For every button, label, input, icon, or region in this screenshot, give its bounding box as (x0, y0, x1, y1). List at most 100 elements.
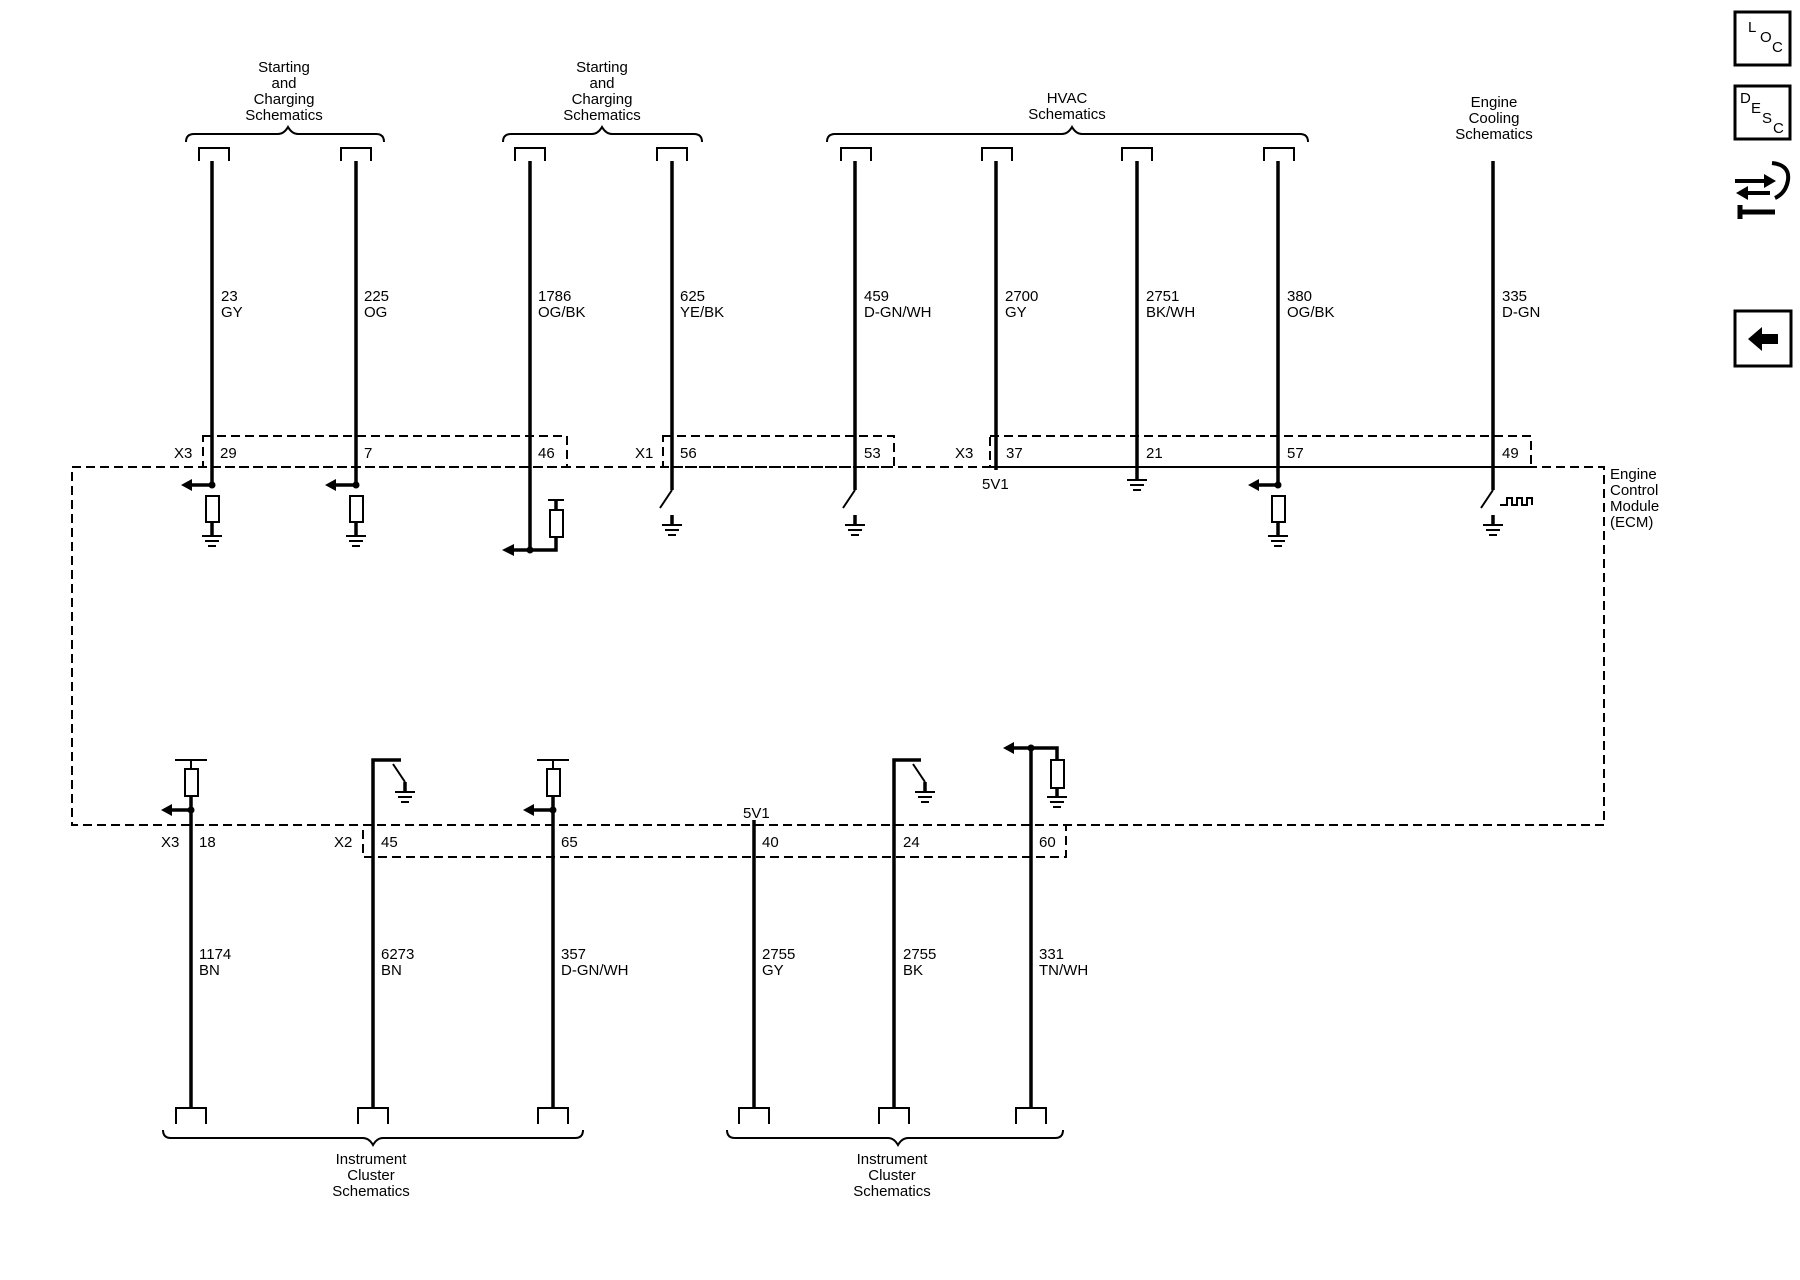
icon-letter: C (1772, 39, 1783, 56)
wire-color: OG (364, 304, 387, 321)
location-icon[interactable]: L O C (1733, 10, 1792, 67)
group-label-line: Schematics (1028, 106, 1106, 123)
pin-number: 45 (381, 834, 398, 851)
group-label-hvac: HVAC Schematics (1028, 90, 1106, 123)
wire-color: D-GN/WH (864, 304, 932, 321)
connector-id: X3 (955, 445, 973, 462)
pin-number: 49 (1502, 445, 1519, 462)
group-label-line: Instrument (336, 1151, 408, 1168)
circuit-number: 1174 (199, 946, 231, 963)
group-label-line: Starting (576, 59, 628, 76)
wire-color: GY (221, 304, 243, 321)
circuit-number: 2755 (903, 946, 936, 963)
circuit-number: 2755 (762, 946, 795, 963)
group-label-line: Cooling (1469, 110, 1520, 127)
wire-color: BN (199, 962, 220, 979)
group-label-line: Schematics (332, 1183, 410, 1200)
pin-number: 24 (903, 834, 920, 851)
circuit-number: 380 (1287, 288, 1312, 305)
group-label-starting-charging-2: Starting and Charging Schematics (563, 59, 641, 124)
circuit-wire: 23 GY X3 29 (174, 147, 243, 547)
wire-color: BK (903, 962, 923, 979)
wire-color: GY (1005, 304, 1027, 321)
circuit-number: 357 (561, 946, 586, 963)
wire-color: BN (381, 962, 402, 979)
icon-letter: L (1748, 19, 1756, 36)
circuit-number: 6273 (381, 946, 414, 963)
group-label-line: Schematics (1455, 126, 1533, 143)
group-label-instrument-cluster-2: Instrument Cluster Schematics (853, 1151, 931, 1200)
group-label-line: and (271, 75, 296, 92)
group-label-line: Cluster (347, 1167, 395, 1184)
pin-number: 60 (1039, 834, 1056, 851)
pin-number: 40 (762, 834, 779, 851)
group-braces (162, 124, 1309, 1148)
wire-color: D-GN/WH (561, 962, 629, 979)
circuit-wire: 2755 BK 24 (878, 758, 936, 1124)
circuit-number: 2751 (1146, 288, 1179, 305)
group-label-line: Starting (258, 59, 310, 76)
wire-color: TN/WH (1039, 962, 1088, 979)
circuit-wire: 225 OG 7 (325, 147, 389, 547)
ecm-boundary (71, 435, 1605, 858)
group-label-line: Charging (572, 91, 633, 108)
pin-number: 18 (199, 834, 216, 851)
pin-number: 56 (680, 445, 697, 462)
connector-id: X3 (174, 445, 192, 462)
bottom-5v1-label: 5V1 (743, 805, 770, 822)
circuit-wire: 6273 BN X2 45 (334, 758, 415, 1124)
group-label-line: HVAC (1047, 90, 1088, 107)
circuit-wire: 625 YE/BK X1 56 (635, 147, 724, 536)
pin-number: 29 (220, 445, 237, 462)
icon-letter: D (1740, 90, 1751, 107)
group-label-line: Schematics (563, 107, 641, 124)
pin-number: 65 (561, 834, 578, 851)
connector-id: X1 (635, 445, 653, 462)
group-label-line: Instrument (857, 1151, 929, 1168)
circuit-wire: 459 D-GN/WH 53 (840, 147, 932, 536)
group-label-instrument-cluster-1: Instrument Cluster Schematics (332, 1151, 410, 1200)
ecm-label-line-1: Engine (1610, 466, 1657, 483)
icon-letter: C (1773, 120, 1784, 137)
circuit-number: 335 (1502, 288, 1527, 305)
back-arrow-icon[interactable] (1733, 309, 1793, 368)
pin-number: 57 (1287, 445, 1304, 462)
ecm-label: Engine Control Module (ECM) (1610, 466, 1659, 531)
group-label-line: Schematics (245, 107, 323, 124)
circuit-wire: 357 D-GN/WH 65 (523, 759, 629, 1124)
circuit-wire: 2751 BK/WH 21 (1121, 147, 1195, 491)
group-label-line: and (589, 75, 614, 92)
connector-id: X3 (161, 834, 179, 851)
wire-color: BK/WH (1146, 304, 1195, 321)
wire-color: GY (762, 962, 784, 979)
description-icon[interactable]: D E S C (1733, 84, 1792, 141)
group-label-starting-charging-1: Starting and Charging Schematics (245, 59, 323, 124)
pin-number: 21 (1146, 445, 1163, 462)
ecm-label-line-4: (ECM) (1610, 514, 1653, 531)
circuit-number: 2700 (1005, 288, 1038, 305)
wire-color: D-GN (1502, 304, 1540, 321)
wire-color: YE/BK (680, 304, 724, 321)
top-5v1-label: 5V1 (982, 476, 1009, 493)
ecm-label-line-3: Module (1610, 498, 1659, 515)
circuit-wire: 380 OG/BK 57 (1248, 147, 1335, 547)
group-label-line: Engine (1471, 94, 1518, 111)
circuit-wire: 1174 BN X3 18 (161, 759, 231, 1124)
circuit-wire: 2755 GY 40 (738, 820, 795, 1124)
group-label-line: Cluster (868, 1167, 916, 1184)
pin-number: 46 (538, 445, 555, 462)
group-label-engine-cooling: Engine Cooling Schematics (1455, 94, 1533, 143)
ecm-label-line-2: Control (1610, 482, 1658, 499)
icon-letter: O (1760, 29, 1772, 46)
circuit-wire: 335 D-GN 49 (1480, 161, 1540, 536)
circuit-wire: 2700 GY X3 37 (955, 147, 1038, 470)
connector-id: X2 (334, 834, 352, 851)
circuit-number: 23 (221, 288, 238, 305)
circuit-number: 625 (680, 288, 705, 305)
icon-letter: E (1751, 100, 1761, 117)
connector-repair-icon[interactable] (1733, 158, 1793, 220)
circuit-number: 1786 (538, 288, 571, 305)
wire-color: OG/BK (1287, 304, 1335, 321)
circuit-number: 225 (364, 288, 389, 305)
icon-letter: S (1762, 110, 1772, 127)
